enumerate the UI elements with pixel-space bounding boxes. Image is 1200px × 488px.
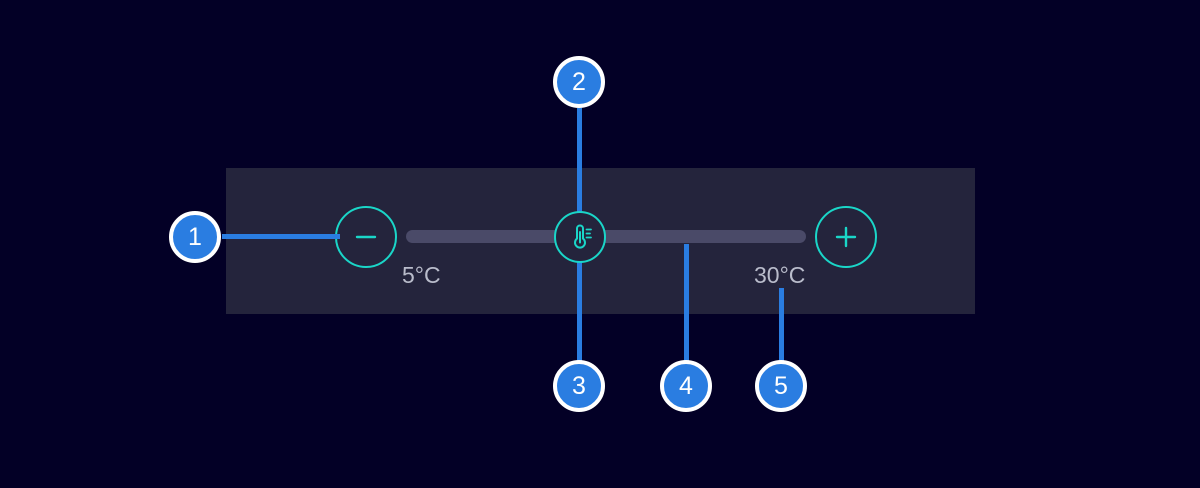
decrease-temperature-button[interactable] bbox=[335, 206, 397, 268]
slider-track[interactable] bbox=[406, 230, 806, 243]
min-temperature-label: 5°C bbox=[402, 262, 441, 288]
annotation-badge-3[interactable]: 3 bbox=[553, 360, 605, 412]
annotation-connector-3 bbox=[577, 252, 582, 364]
annotation-connector-5 bbox=[779, 288, 784, 364]
thermometer-icon bbox=[565, 222, 595, 252]
increase-temperature-button[interactable] bbox=[815, 206, 877, 268]
minus-icon bbox=[353, 224, 379, 250]
annotation-badge-2[interactable]: 2 bbox=[553, 56, 605, 108]
annotation-connector-4 bbox=[684, 244, 689, 364]
annotation-connector-1 bbox=[222, 234, 340, 239]
annotation-connector-2 bbox=[577, 108, 582, 220]
max-temperature-label: 30°C bbox=[754, 262, 806, 288]
annotation-badge-1[interactable]: 1 bbox=[169, 211, 221, 263]
annotation-badge-4[interactable]: 4 bbox=[660, 360, 712, 412]
slider-handle[interactable] bbox=[554, 211, 606, 263]
annotation-badge-5[interactable]: 5 bbox=[755, 360, 807, 412]
plus-icon bbox=[833, 224, 859, 250]
